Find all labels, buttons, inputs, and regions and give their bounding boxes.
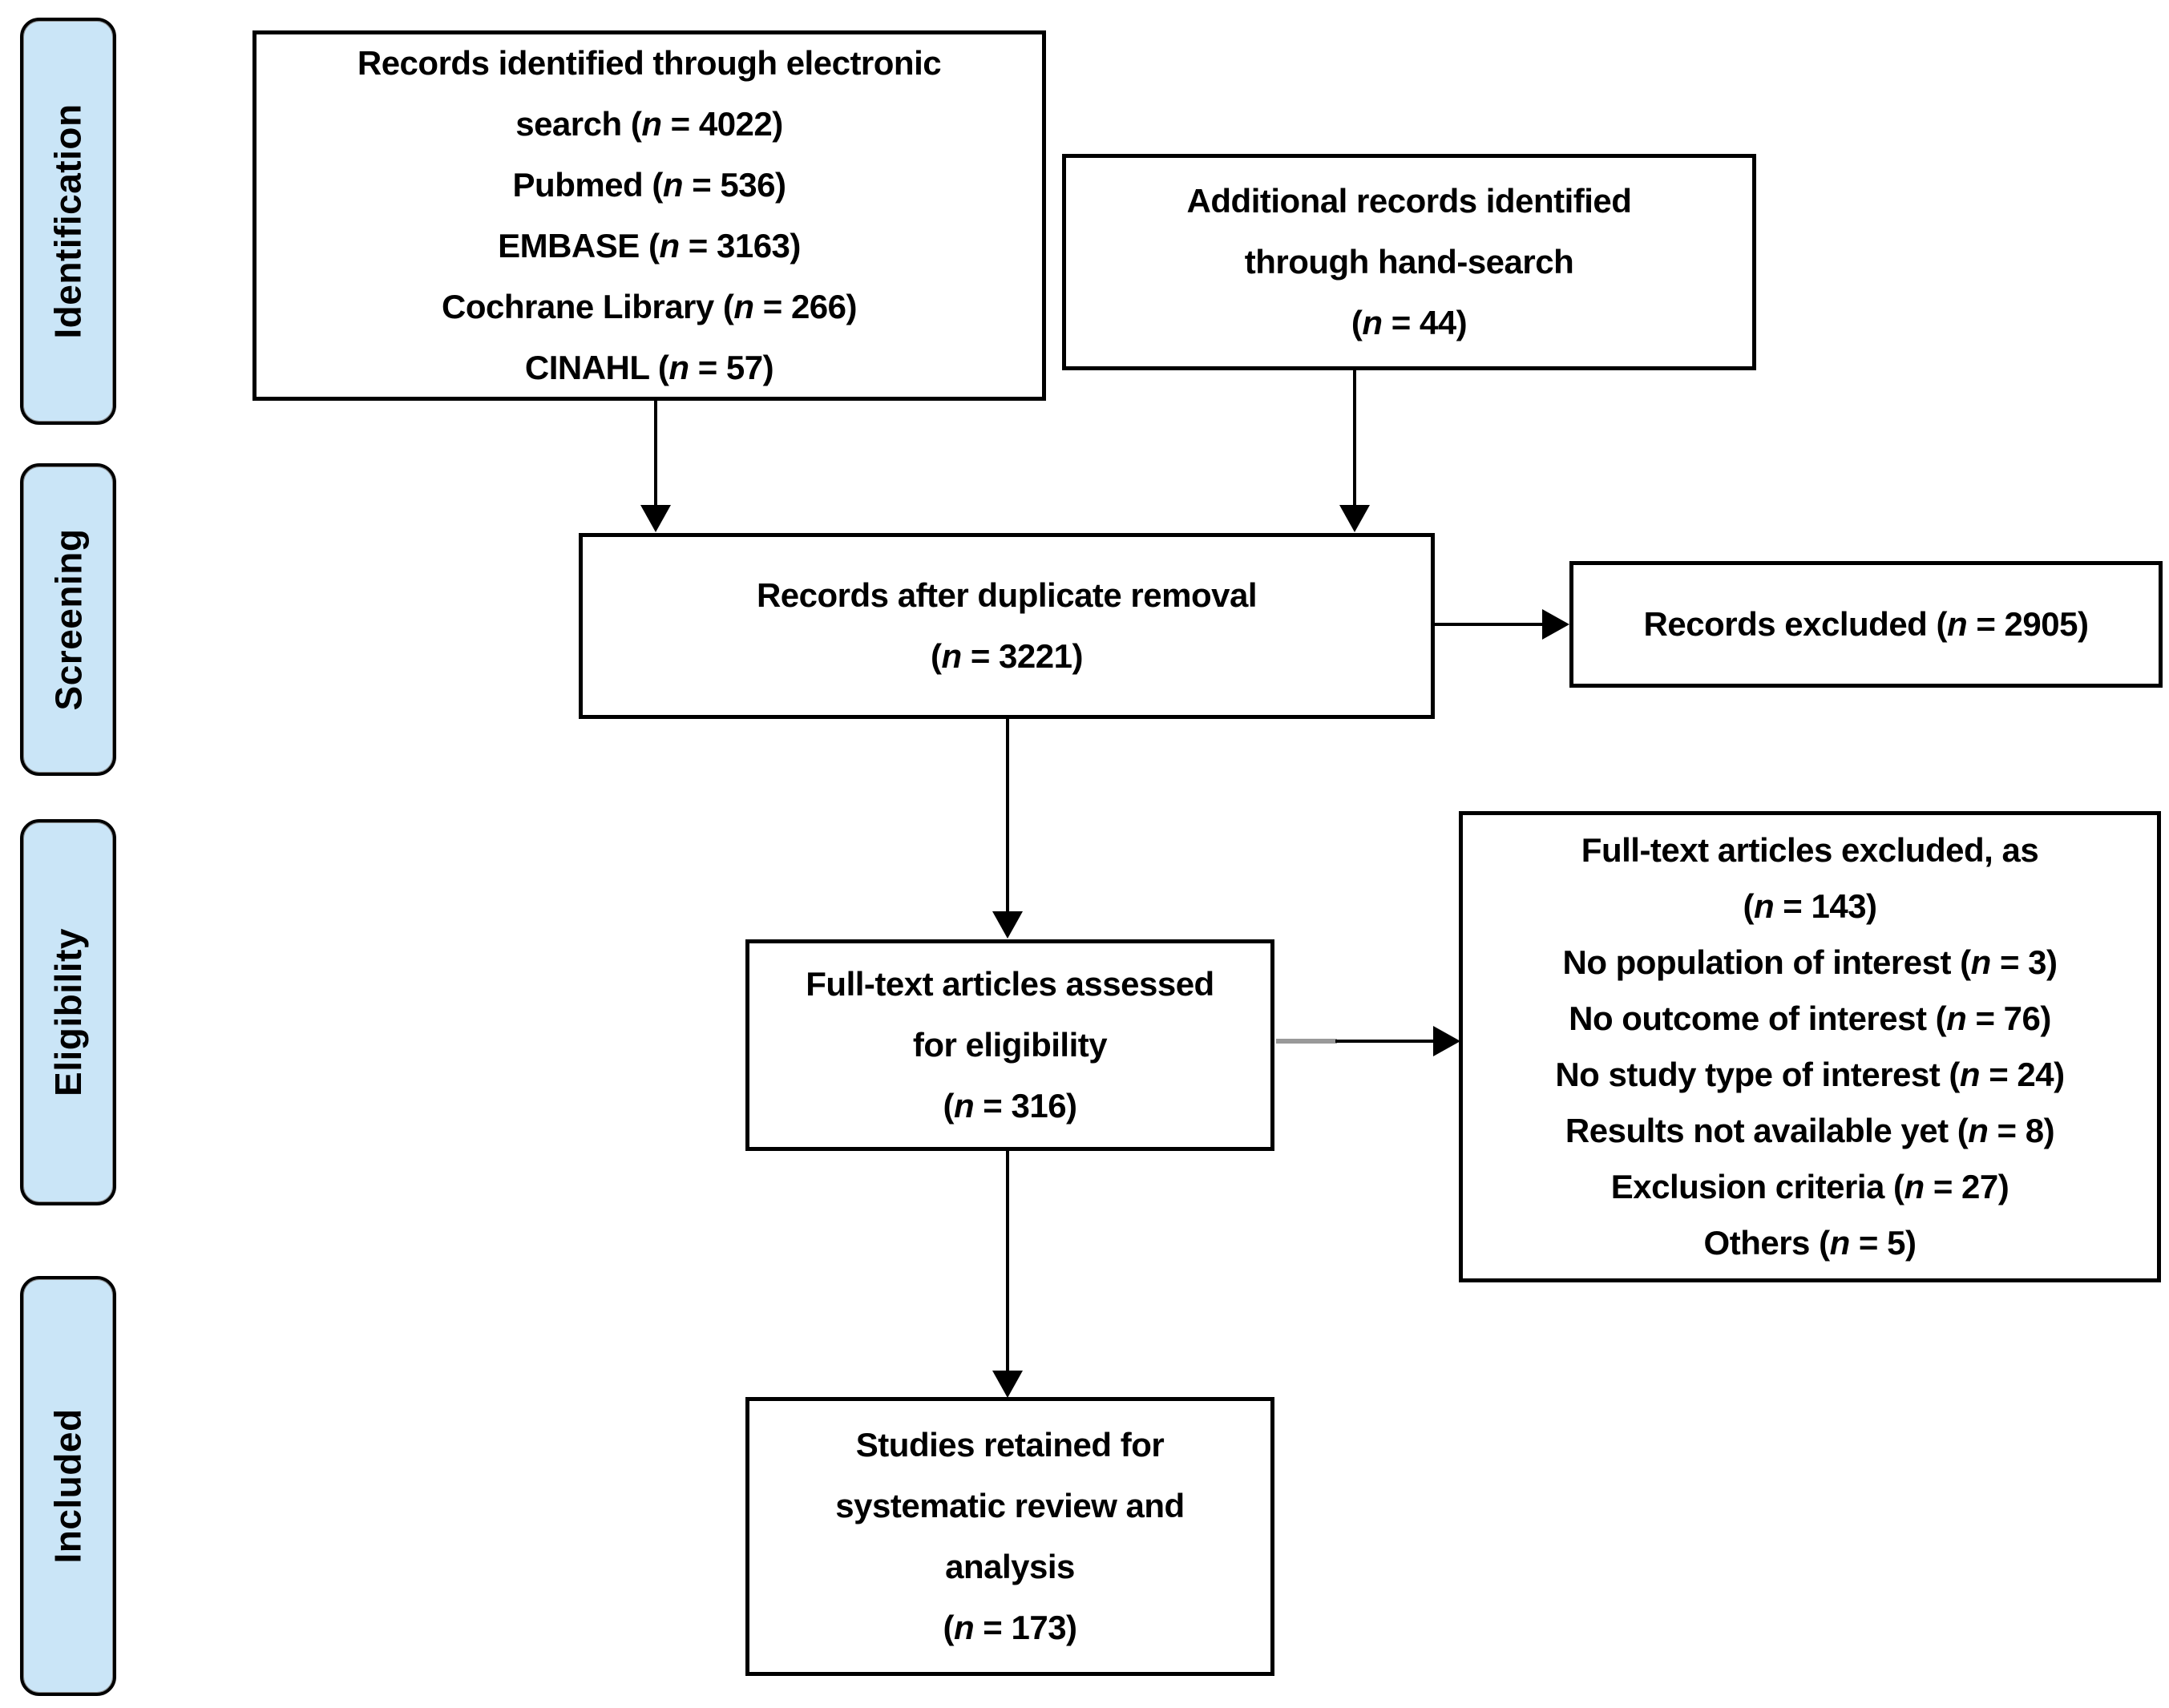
arrowhead-down-icon (1339, 505, 1370, 532)
arrow-fulltext-to-excluded-gray-segment (1276, 1039, 1337, 1044)
box-text-line: systematic review and (835, 1487, 1185, 1524)
arrowhead-down-icon (992, 1371, 1023, 1398)
box-text-line: (n = 143) (1743, 887, 1877, 925)
box-records-excluded: Records excluded (n = 2905) (1569, 561, 2163, 688)
arrowhead-down-icon (992, 911, 1023, 939)
box-text-line: No study type of interest (n = 24) (1555, 1056, 2065, 1093)
box-text-line: (n = 44) (1351, 304, 1468, 341)
arrowhead-down-icon (640, 505, 671, 532)
box-duplicate-removal: Records after duplicate removal (n = 322… (579, 533, 1435, 719)
arrow-fulltext-to-fulltext-excluded (1335, 1040, 1435, 1043)
box-text-line: Exclusion criteria (n = 27) (1610, 1168, 2009, 1205)
box-fulltext-assessed: Full-text articles assessed for eligibil… (745, 939, 1274, 1151)
box-text-line: Studies retained for (855, 1426, 1165, 1464)
stage-label-text: Included (47, 1408, 89, 1564)
box-text-line: Results not available yet (n = 8) (1565, 1112, 2055, 1149)
stage-label-text: Screening (47, 528, 90, 711)
box-text-line: Full-text articles excluded, as (1581, 831, 2039, 869)
stage-label-text: Eligibility (47, 928, 89, 1096)
stage-label-eligibility: Eligibility (20, 819, 116, 1205)
stage-label-text: Identification (47, 103, 90, 339)
arrow-identified-to-duplicate-removal (654, 401, 657, 507)
box-text-line: EMBASE (n = 3163) (498, 227, 801, 264)
box-fulltext-excluded: Full-text articles excluded, as (n = 143… (1459, 811, 2161, 1282)
box-text-line: Records after duplicate removal (756, 576, 1258, 614)
box-text-line: (n = 316) (943, 1087, 1077, 1125)
box-text-line: CINAHL (n = 57) (524, 349, 774, 386)
box-text-line: Pubmed (n = 536) (512, 166, 786, 204)
box-studies-retained: Studies retained for systematic review a… (745, 1397, 1274, 1676)
stage-label-included: Included (20, 1276, 116, 1696)
box-records-identified: Records identified through electronic se… (252, 30, 1046, 401)
box-text-line: analysis (945, 1548, 1075, 1585)
box-text-line: No population of interest (n = 3) (1562, 943, 2058, 981)
arrow-duplicate-removal-to-excluded (1435, 623, 1544, 626)
box-text-line: Full-text articles assessed (806, 965, 1214, 1003)
box-text-line: (n = 3221) (931, 637, 1083, 675)
box-text-line: Records excluded (n = 2905) (1643, 605, 2089, 643)
box-text-line: through hand-search (1244, 243, 1574, 281)
box-text-line: Additional records identified (1186, 182, 1632, 220)
box-text-line: (n = 173) (943, 1609, 1077, 1646)
arrowhead-right-icon (1542, 609, 1569, 640)
stage-label-identification: Identification (20, 18, 116, 425)
box-text-line: Records identified through electronic (357, 44, 942, 82)
box-additional-records: Additional records identified through ha… (1062, 154, 1756, 370)
arrow-duplicate-removal-to-fulltext (1006, 719, 1009, 913)
box-text-line: for eligibility (912, 1026, 1108, 1064)
box-text-line: search (n = 4022) (515, 105, 783, 143)
box-text-line: Cochrane Library (n = 266) (441, 288, 858, 325)
stage-label-screening: Screening (20, 463, 116, 776)
box-text-line: No outcome of interest (n = 76) (1569, 999, 2051, 1037)
arrow-fulltext-to-retained (1006, 1151, 1009, 1372)
arrow-additional-to-duplicate-removal (1353, 370, 1356, 507)
box-text-line: Others (n = 5) (1703, 1224, 1917, 1262)
arrowhead-right-icon (1433, 1026, 1460, 1056)
